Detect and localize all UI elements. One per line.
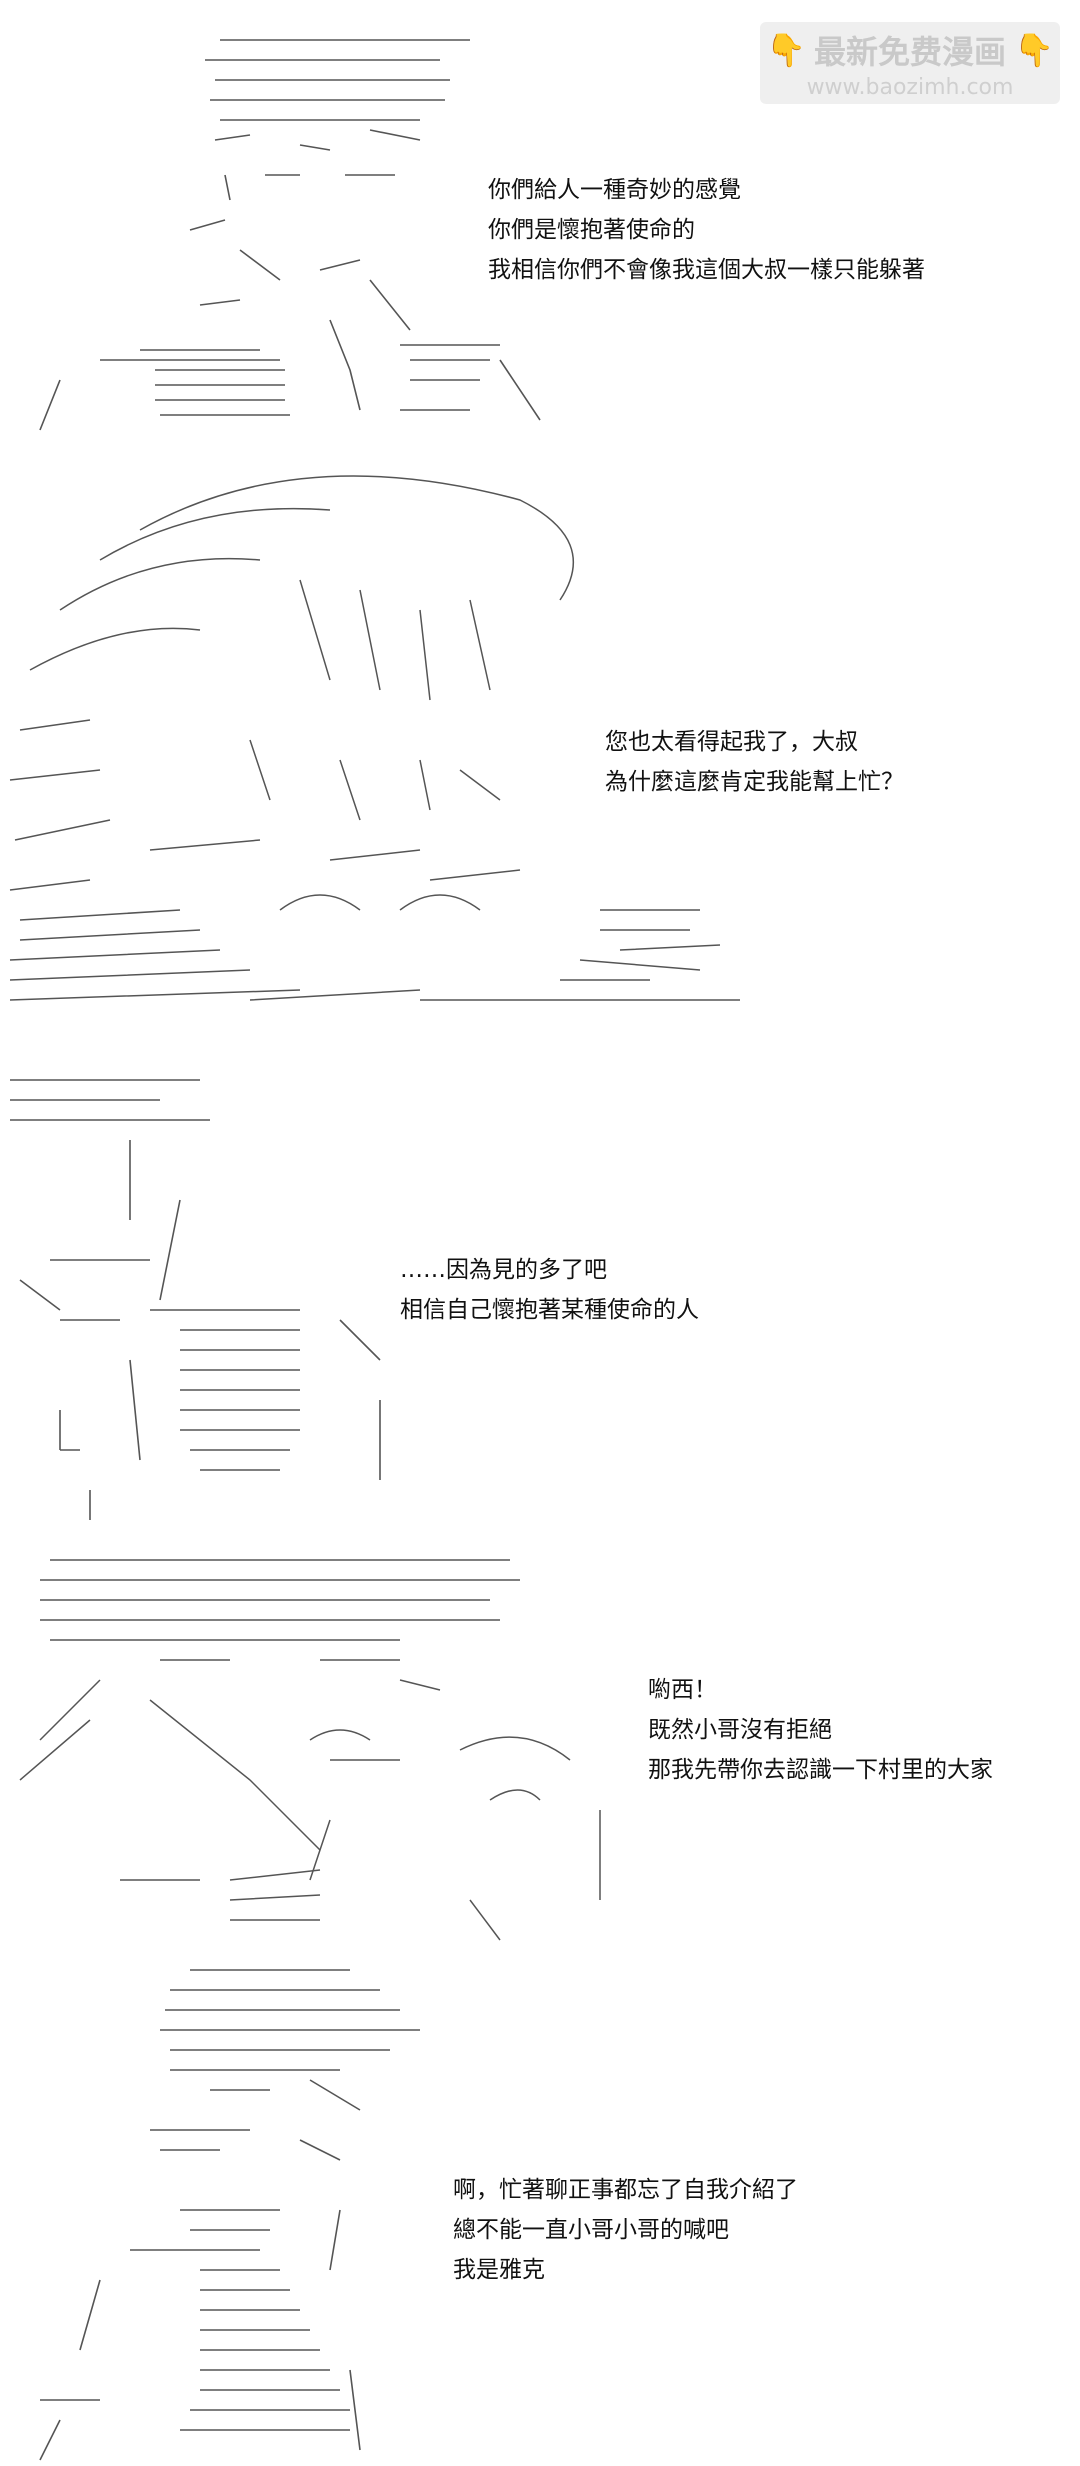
- dialog-line: 總不能一直小哥小哥的喊吧: [453, 2217, 729, 2243]
- dialog-line: 你們是懷抱著使命的: [488, 217, 695, 243]
- panel-5: 啊，忙著聊正事都忘了自我介紹了 總不能一直小哥小哥的喊吧 我是雅克: [0, 1950, 1080, 2466]
- dialog-line: 我是雅克: [453, 2257, 545, 2283]
- watermark-url: www.baozimh.com: [806, 74, 1014, 100]
- watermark-title: 最新免费漫画: [813, 32, 1006, 71]
- ascii-art-silver-haired-youth: [0, 440, 760, 1060]
- dialog-line: 我相信你們不會像我這個大叔一樣只能躲著: [488, 257, 925, 283]
- dialog-line: 相信自己懷抱著某種使命的人: [400, 1297, 699, 1323]
- dialog-line: 啊，忙著聊正事都忘了自我介紹了: [453, 2177, 798, 2203]
- panel-2: 您也太看得起我了，大叔 為什麼這麼肯定我能幫上忙？: [0, 440, 1080, 1060]
- dialog-line: 你們給人一種奇妙的感覺: [488, 177, 741, 203]
- ascii-art-man-introduction: [0, 1950, 460, 2466]
- dialog-line: 您也太看得起我了，大叔: [605, 729, 858, 755]
- dialog-panel-5: 啊，忙著聊正事都忘了自我介紹了 總不能一直小哥小哥的喊吧 我是雅克: [453, 2170, 798, 2290]
- dialog-line: 既然小哥沒有拒絕: [648, 1717, 832, 1743]
- dialog-panel-3: ……因為見的多了吧 相信自己懷抱著某種使命的人: [400, 1250, 699, 1330]
- panel-3: ……因為見的多了吧 相信自己懷抱著某種使命的人: [0, 1060, 1080, 1520]
- panel-1: 你們給人一種奇妙的感覺 你們是懷抱著使命的 我相信你們不會像我這個大叔一樣只能躲…: [0, 0, 1080, 440]
- ascii-art-man-closeup: [0, 1060, 420, 1520]
- dialog-line: 喲西！: [648, 1677, 717, 1703]
- dialog-line: ……因為見的多了吧: [400, 1257, 607, 1283]
- pointing-down-icon: 👇: [1014, 30, 1054, 69]
- pointing-down-icon: 👇: [766, 30, 806, 69]
- dialog-panel-2: 您也太看得起我了，大叔 為什麼這麼肯定我能幫上忙？: [605, 722, 904, 802]
- ascii-art-man-standing: [0, 0, 560, 440]
- dialog-panel-4: 喲西！ 既然小哥沒有拒絕 那我先帶你去認識一下村里的大家: [648, 1670, 993, 1790]
- dialog-panel-1: 你們給人一種奇妙的感覺 你們是懷抱著使命的 我相信你們不會像我這個大叔一樣只能躲…: [488, 170, 925, 290]
- dialog-line: 為什麼這麼肯定我能幫上忙？: [605, 769, 904, 795]
- panel-4: 喲西！ 既然小哥沒有拒絕 那我先帶你去認識一下村里的大家: [0, 1520, 1080, 1950]
- ascii-art-man-gesturing: [0, 1520, 640, 1950]
- dialog-line: 那我先帶你去認識一下村里的大家: [648, 1757, 993, 1783]
- watermark-badge: 👇 最新免费漫画 👇 www.baozimh.com: [760, 22, 1060, 104]
- watermark-title-row: 👇 最新免费漫画 👇: [766, 27, 1054, 73]
